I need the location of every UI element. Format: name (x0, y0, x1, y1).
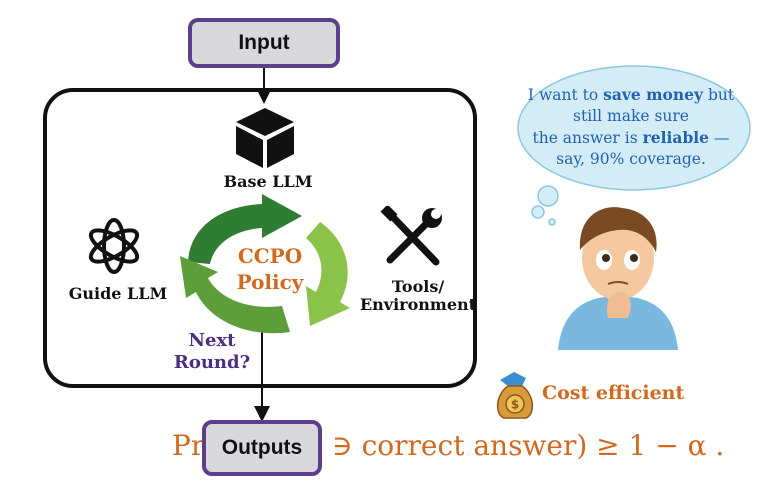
thought-save-money: save money (603, 85, 704, 104)
tools-label-line1: Tools/ (391, 277, 445, 296)
thought-line3-b: — (709, 129, 730, 147)
thought-line3-a: the answer is (532, 129, 643, 147)
thought-line3: the answer is reliable — (520, 127, 742, 149)
thought-text: I want to save money but still make sure… (520, 84, 742, 170)
ccpo-line2: Policy (236, 270, 304, 294)
coverage-formula: Pr ( ∋ correct answer) ≥ 1 − α . (172, 423, 724, 473)
tools-label-line2: Environment (359, 295, 477, 314)
guide-llm-label: Guide LLM (68, 284, 168, 303)
thought-line1-b: but (703, 86, 735, 104)
thought-cloud-icon (517, 65, 751, 226)
next-round-line1: Next (188, 330, 236, 351)
input-box: Input (188, 18, 340, 68)
ccpo-line1: CCPO (237, 244, 303, 268)
openai-logo-icon (88, 218, 140, 274)
thought-reliable: reliable (642, 128, 710, 147)
tools-environment-label: Tools/ Environment (358, 278, 478, 314)
cycle-arrow-right (306, 222, 350, 326)
cost-efficient-label: Cost efficient (542, 382, 685, 404)
thought-line2: still make sure (573, 107, 689, 125)
ccpo-cycle-arrows (180, 194, 350, 334)
thought-line1: I want to save money but (520, 84, 742, 106)
thought-line1-a: I want to (527, 86, 604, 104)
thinking-person-icon (558, 207, 678, 350)
input-label: Input (238, 31, 290, 54)
tools-icon (380, 206, 442, 266)
cycle-arrow-left (180, 256, 290, 334)
formula-suffix: ∋ correct answer) ≥ 1 − α . (332, 429, 725, 462)
cube-icon (236, 108, 294, 168)
svg-text:$: $ (511, 398, 519, 412)
policy-loop-frame (43, 88, 477, 388)
thought-line4: say, 90% coverage. (556, 150, 706, 168)
outputs-label: Outputs (221, 436, 303, 459)
ccpo-policy-label: CCPO Policy (218, 243, 322, 295)
cycle-arrow-top (188, 194, 302, 264)
next-round-label: Next Round? (162, 330, 262, 374)
base-llm-label: Base LLM (223, 172, 313, 191)
money-bag-icon: $ (496, 372, 534, 419)
next-round-line2: Round? (173, 352, 251, 373)
outputs-box: Outputs (202, 420, 322, 476)
